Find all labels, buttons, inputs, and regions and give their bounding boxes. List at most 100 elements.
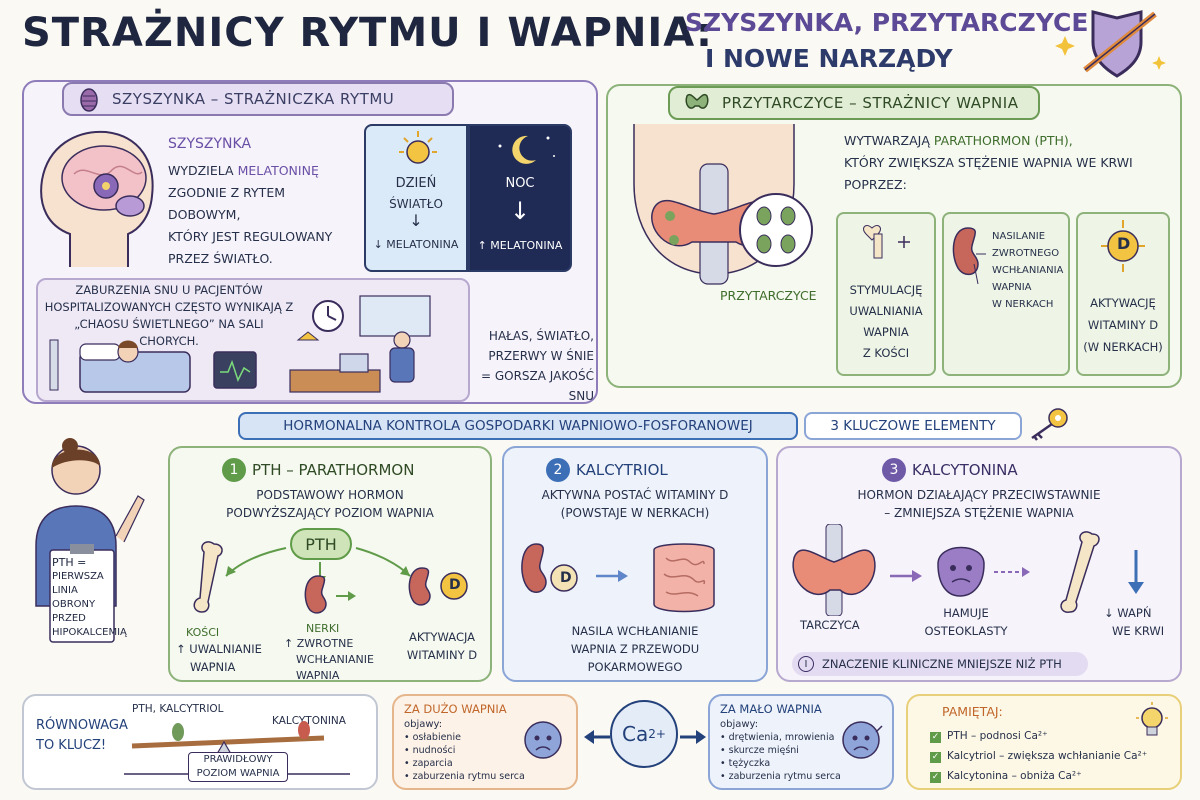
- hyper-label: objawy:: [404, 719, 443, 730]
- sun-icon: [399, 131, 437, 164]
- pth-kidney-label: NERKI: [306, 622, 340, 635]
- day-arrow-icon: ↓: [409, 211, 423, 230]
- nurse-card-line-2: PIERWSZA: [52, 571, 104, 582]
- remember-list: ✓PTH – podnosi Ca²⁺ ✓Kalcytriol – zwięks…: [930, 726, 1147, 786]
- pth-desc-1: PODSTAWOWY HORMON: [256, 488, 404, 502]
- pineal-desc-d: PRZEZ ŚWIATŁO.: [168, 251, 273, 266]
- calcium-charge: 2+: [648, 727, 666, 741]
- day-melatonin: ↓ MELATONINA: [373, 238, 459, 251]
- worried-calcium-icon: [524, 721, 562, 759]
- calcitriol-desc-1: AKTYWNA POSTAĆ WITAMINY D: [541, 488, 729, 502]
- calcitonin-number: 3: [882, 458, 906, 482]
- head-brain-illustration: [40, 130, 154, 267]
- box3-line-1: AKTYWACJĘ: [1090, 296, 1156, 310]
- calcitonin-thyroid-label: TARCZYCA: [800, 618, 860, 632]
- osteo-label-1: HAMUJE: [943, 606, 989, 620]
- pth-bone-effect: ↑ UWALNIANIE WAPNIA: [176, 640, 262, 676]
- osteo-label-2: OSTEOKLASTY: [924, 624, 1008, 638]
- box2-line-2: ZWROTNEGO: [992, 248, 1060, 259]
- key-icon: [1031, 408, 1068, 441]
- shield-sword-icon: [1055, 10, 1166, 78]
- day-sublabel: ŚWIATŁO: [389, 197, 443, 211]
- bone-icon: [193, 541, 223, 613]
- hyper-item: • zaburzenia rytmu serca: [404, 771, 525, 782]
- pth-bone-effect-2: WAPNIA: [190, 660, 236, 674]
- day-box: DZIEŃ ŚWIATŁO ↓ ↓ MELATONINA: [364, 124, 468, 272]
- parathyroid-organ-label: PRZYTARCZYCE: [720, 288, 817, 303]
- calcitriol-effect: NASILA WCHŁANIANIE WAPNIA Z PRZEWODU POK…: [510, 622, 760, 676]
- pth-kidney-effect-2: WCHŁANIANIE: [296, 653, 374, 666]
- check-icon: ✓: [930, 732, 941, 743]
- info-icon: i: [798, 656, 814, 672]
- hypo-item: • skurcze mięśni: [720, 745, 799, 756]
- page-title: STRAŻNICY RYTMU I WAPNIA:: [22, 10, 713, 56]
- pth-action-bone-box: STYMULACJĘ UWALNIANIA WAPNIA Z KOŚCI: [836, 212, 936, 376]
- calcitonin-title-text: KALCYTONINA: [912, 461, 1018, 479]
- calcitriol-desc: AKTYWNA POSTAĆ WITAMINY D (POWSTAJE W NE…: [510, 486, 760, 522]
- pinecone-icon: [80, 88, 98, 112]
- box3-line-2: WITAMINY D: [1087, 318, 1159, 332]
- balance-right-label: KALCYTONINA: [272, 715, 346, 727]
- balance-text-1: RÓWNOWAGA: [36, 718, 128, 733]
- calcitriol-panel: [502, 446, 768, 682]
- calcitonin-desc-1: HORMON DZIAŁAJĄCY PRZECIWSTAWNIE: [857, 488, 1101, 502]
- night-arrow-icon: ↓: [509, 197, 531, 225]
- calcitriol-effect-2: WAPNIA Z PRZEWODU: [570, 642, 700, 656]
- box2-line-1: NASILANIE: [992, 231, 1046, 242]
- hyper-item: • nudności: [404, 745, 456, 756]
- thyroid-icon: [685, 93, 709, 109]
- sad-calcium-icon: [842, 721, 883, 759]
- noise-line-1: HAŁAS, ŚWIATŁO,: [488, 329, 594, 343]
- balance-text: RÓWNOWAGA TO KLUCZ!: [36, 716, 128, 756]
- night-label: NOC: [505, 176, 535, 191]
- day-label: DZIEŃ: [395, 176, 437, 191]
- pth-vitd-letter: D: [449, 577, 461, 593]
- nurse-illustration: [35, 438, 145, 643]
- box1-line-2: UWALNIANIA: [849, 304, 923, 318]
- page-subtitle-1: SZYSZYNKA, PRZYTARCZYCE: [685, 8, 1089, 37]
- pth-number: 1: [222, 458, 246, 482]
- calcitonin-ca-label: ↓ WAPŃ WE KRWI: [1104, 604, 1164, 640]
- parathyroid-intro-hl: PARATHORMON (PTH),: [933, 133, 1073, 148]
- calcitriol-vitd-letter: D: [560, 570, 572, 586]
- pineal-label: SZYSZYNKA: [168, 136, 252, 152]
- remember-title: PAMIĘTAJ:: [942, 704, 1003, 719]
- calcitriol-number: 2: [546, 458, 570, 482]
- pth-action-bone-text: STYMULACJĘ UWALNIANIA WAPNIA Z KOŚCI: [838, 280, 934, 364]
- hyper-list: • osłabienie • nudności • zaparcia • zab…: [404, 731, 525, 783]
- hypo-title: ZA MAŁO WAPNIA: [720, 702, 822, 716]
- noise-text: HAŁAS, ŚWIATŁO, PRZERWY W ŚNIE = GORSZA …: [470, 326, 594, 406]
- ca-label-2: WE KRWI: [1112, 624, 1165, 638]
- pth-title: 1 PTH – PARATHORMON: [222, 458, 414, 482]
- pineal-desc-c: KTÓRY JEST REGULOWANY: [168, 229, 333, 244]
- pineal-desc-a: WYDZIELA: [168, 163, 234, 178]
- nurse-card-line-1: PTH =: [52, 556, 87, 569]
- hypo-item: • tężyczka: [720, 758, 771, 769]
- calcium-symbol: Ca: [622, 722, 649, 746]
- kidney-icon: [304, 575, 356, 614]
- hypo-item: • zaburzenia rytmu serca: [720, 771, 841, 782]
- pth-action-vitd-text: AKTYWACJĘ WITAMINY D (W NERKACH): [1078, 292, 1168, 358]
- hyper-title: ZA DUŻO WAPNIA: [404, 702, 507, 716]
- pth-desc-2: PODWYŻSZAJĄCY POZIOM WAPNIA: [226, 506, 434, 520]
- box2-line-4: WAPNIA: [992, 282, 1032, 293]
- box2-line-3: WCHŁANIANIA: [992, 265, 1064, 276]
- remember-item: ✓Kalcytonina – obniża Ca²⁺: [930, 770, 1082, 783]
- calcitriol-title: 2 KALCYTRIOL: [546, 458, 668, 482]
- balance-left-label: PTH, KALCYTRIOL: [132, 703, 224, 715]
- kidney-gut-illustration: [521, 543, 715, 613]
- parathyroid-intro-a: WYTWARZAJĄ: [844, 133, 930, 148]
- noise-line-2: PRZERWY W ŚNIE: [488, 349, 594, 363]
- parathyroid-header-text: PRZYTARCZYCE – STRAŻNICY WAPNIA: [722, 94, 1019, 112]
- kidney-vitd-icon: [408, 567, 468, 606]
- noise-line-3: = GORSZA JAKOŚĆ SNU: [480, 369, 594, 403]
- pth-panel: [168, 446, 492, 682]
- calcitonin-desc: HORMON DZIAŁAJĄCY PRZECIWSTAWNIE – ZMNIE…: [786, 486, 1172, 522]
- calcitriol-effect-1: NASILA WCHŁANIANIE: [571, 624, 699, 638]
- balance-text-2: TO KLUCZ!: [36, 738, 107, 753]
- control-banner: HORMONALNA KONTROLA GOSPODARKI WAPNIOWO-…: [238, 412, 798, 440]
- remember-panel: [906, 694, 1182, 790]
- check-icon: ✓: [930, 772, 941, 783]
- balance-base-1: PRAWIDŁOWY: [203, 754, 273, 765]
- pth-action-vitd-box: D AKTYWACJĘ WITAMINY D (W NERKACH): [1076, 212, 1170, 376]
